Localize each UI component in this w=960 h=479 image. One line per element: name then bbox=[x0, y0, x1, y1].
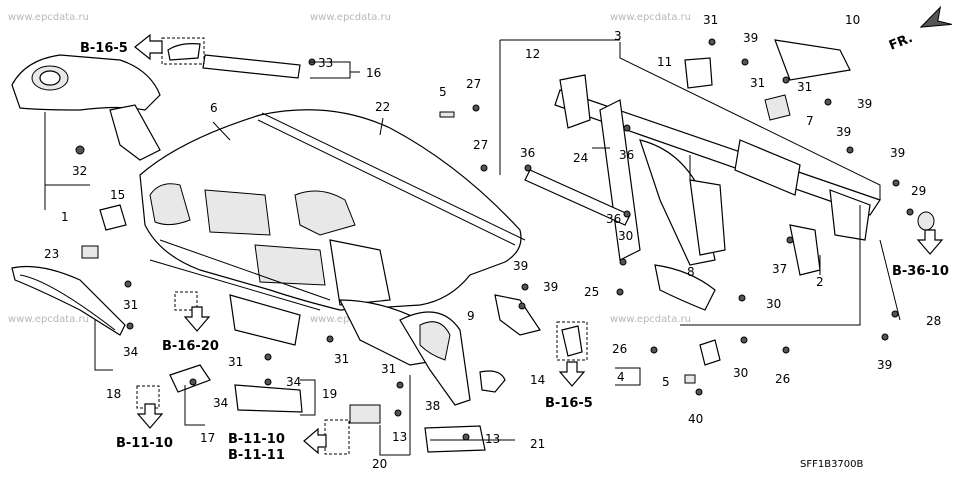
part-number: 39 bbox=[543, 280, 558, 294]
ref-arrow-b11-10-left[interactable]: B-11-10 bbox=[116, 403, 173, 451]
part-number: 31 bbox=[228, 355, 243, 369]
diagram-code: SFF1B3700B bbox=[800, 459, 864, 470]
ref-arrow-b16-20[interactable]: B-16-20 bbox=[162, 306, 219, 354]
ref-arrow-b16-5-bottom[interactable]: B-16-5 bbox=[545, 361, 593, 411]
part-labels: 1 2 3 4 5 5 6 7 8 9 10 11 12 13 13 14 15… bbox=[44, 13, 941, 471]
part-number: 8 bbox=[687, 265, 695, 279]
part-number: 24 bbox=[573, 151, 588, 165]
part-number: 30 bbox=[618, 229, 633, 243]
part-number: 19 bbox=[322, 387, 337, 401]
ref-label: B-11-11 bbox=[228, 448, 285, 463]
part-number: 28 bbox=[926, 314, 941, 328]
part-number: 31 bbox=[381, 362, 396, 376]
part-number: 1 bbox=[61, 210, 69, 224]
part-number: 7 bbox=[806, 114, 814, 128]
part-number: 34 bbox=[123, 345, 138, 359]
part-number: 26 bbox=[775, 372, 790, 386]
part-number: 25 bbox=[584, 285, 599, 299]
part-number: 23 bbox=[44, 247, 59, 261]
part-number: 21 bbox=[530, 437, 545, 451]
part-number: 9 bbox=[467, 309, 475, 323]
part-number: 27 bbox=[466, 77, 481, 91]
ref-label: B-36-10 bbox=[892, 264, 949, 279]
part-number: 10 bbox=[845, 13, 860, 27]
part-number: 39 bbox=[513, 259, 528, 273]
part-number: 12 bbox=[525, 47, 540, 61]
ref-label: B-16-5 bbox=[80, 41, 128, 56]
ref-arrow-b16-5-top[interactable]: B-16-5 bbox=[80, 33, 163, 61]
part-number: 16 bbox=[366, 66, 381, 80]
leader-lines bbox=[44, 39, 901, 456]
part-number: 5 bbox=[662, 375, 670, 389]
part-number: 22 bbox=[375, 100, 390, 114]
part-number: 38 bbox=[425, 399, 440, 413]
part-number: 36 bbox=[619, 148, 634, 162]
watermark: www.epcdata.ru bbox=[610, 314, 691, 325]
part-number: 33 bbox=[318, 56, 333, 70]
part-number: 13 bbox=[392, 430, 407, 444]
side-trim-drawing bbox=[11, 204, 127, 336]
part-number: 31 bbox=[334, 352, 349, 366]
part-number: 39 bbox=[743, 31, 758, 45]
part-number: 27 bbox=[473, 138, 488, 152]
part-number: 31 bbox=[750, 76, 765, 90]
watermark: www.epcdata.ru bbox=[610, 12, 691, 23]
part-number: 18 bbox=[106, 387, 121, 401]
ref-arrow-b36-10[interactable]: B-36-10 bbox=[892, 229, 949, 279]
part-number: 30 bbox=[766, 297, 781, 311]
part-number: 13 bbox=[485, 432, 500, 446]
direction-label: FR. bbox=[887, 31, 915, 54]
ref-label: B-16-20 bbox=[162, 339, 219, 354]
meter-visor-drawing bbox=[11, 54, 161, 161]
ref-label: B-16-5 bbox=[545, 396, 593, 411]
part-number: 31 bbox=[703, 13, 718, 27]
part-number: 6 bbox=[210, 101, 218, 115]
part-number: 3 bbox=[614, 29, 622, 43]
watermark: www.epcdata.ru bbox=[310, 12, 391, 23]
watermark: www.epcdata.ru bbox=[8, 12, 89, 23]
part-number: 36 bbox=[606, 212, 621, 226]
part-number: 39 bbox=[857, 97, 872, 111]
part-number: 17 bbox=[200, 431, 215, 445]
part-number: 5 bbox=[439, 85, 447, 99]
lower-covers-drawing bbox=[136, 291, 588, 455]
instrument-panel-drawing bbox=[139, 109, 526, 406]
front-direction-indicator: FR. bbox=[887, 5, 952, 54]
ref-arrow-b11-10-b11-11[interactable]: B-11-10 B-11-11 bbox=[228, 427, 327, 463]
part-number: 20 bbox=[372, 457, 387, 471]
part-number: 34 bbox=[286, 375, 301, 389]
part-number: 4 bbox=[617, 370, 625, 384]
part-number: 14 bbox=[530, 373, 545, 387]
part-number: 34 bbox=[213, 396, 228, 410]
part-number: 39 bbox=[836, 125, 851, 139]
part-number: 11 bbox=[657, 55, 672, 69]
part-number: 31 bbox=[123, 298, 138, 312]
part-number: 39 bbox=[877, 358, 892, 372]
part-number: 15 bbox=[110, 188, 125, 202]
part-number: 36 bbox=[520, 146, 535, 160]
part-number: 32 bbox=[72, 164, 87, 178]
ref-label: B-11-10 bbox=[116, 436, 173, 451]
part-number: 40 bbox=[688, 412, 703, 426]
fasteners bbox=[124, 38, 935, 441]
part-number: 37 bbox=[772, 262, 787, 276]
garnish-drawing bbox=[161, 37, 316, 79]
part-number: 26 bbox=[612, 342, 627, 356]
part-number: 29 bbox=[911, 184, 926, 198]
watermark: www.epcdata.ru bbox=[8, 314, 89, 325]
part-number: 31 bbox=[797, 80, 812, 94]
part-number: 39 bbox=[890, 146, 905, 160]
part-number: 30 bbox=[733, 366, 748, 380]
ref-label: B-11-10 bbox=[228, 432, 285, 447]
part-number: 2 bbox=[816, 275, 824, 289]
